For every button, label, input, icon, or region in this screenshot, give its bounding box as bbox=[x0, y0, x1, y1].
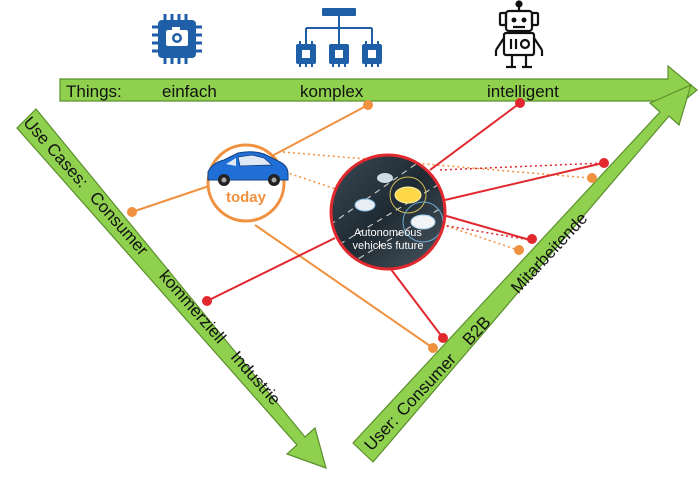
dot-intelligent bbox=[515, 98, 525, 108]
use-cases-level-industrie: Industrie bbox=[227, 347, 284, 408]
future-to-consumer-user-line bbox=[389, 267, 444, 339]
today-to-komplex-line bbox=[269, 104, 369, 158]
future-to-b2b-line bbox=[442, 214, 531, 241]
dot-user-mitarbeitende-orange bbox=[587, 173, 597, 183]
future-to-intelligent-line bbox=[429, 102, 521, 171]
use-cases-arrow bbox=[16, 108, 327, 469]
dot-user-consumer-red bbox=[438, 333, 448, 343]
future-to-mitarbeitende-line bbox=[444, 162, 604, 201]
use-cases-level-kommerziell: kommerziell bbox=[155, 267, 229, 348]
dot-komplex bbox=[363, 100, 373, 110]
today-to-mitarbeitende-line bbox=[282, 151, 591, 179]
future-node: Autonomeous vehicles future bbox=[329, 153, 447, 271]
future-connectors bbox=[206, 102, 604, 339]
use-cases-prefix: Use Cases: bbox=[20, 113, 92, 191]
dot-user-consumer-orange bbox=[428, 343, 438, 353]
connector-dots bbox=[127, 98, 609, 353]
robot-icon bbox=[494, 0, 544, 69]
dot-usecase-kommerziell bbox=[202, 296, 212, 306]
user-arrow bbox=[352, 83, 692, 463]
future-label-line1: Autonomeous bbox=[354, 227, 422, 239]
future-to-mitarbeitende-dotted-line bbox=[439, 162, 604, 171]
today-to-consumer-usecase-line bbox=[131, 184, 213, 213]
future-label-line2: vehicles future bbox=[353, 240, 424, 252]
chip-network-icon bbox=[296, 8, 382, 67]
dot-user-b2b-red bbox=[527, 234, 537, 244]
things-level-komplex: komplex bbox=[300, 82, 364, 101]
use-cases-level-consumer: Consumer bbox=[86, 188, 152, 260]
dot-user-mitarbeitende-red bbox=[599, 158, 609, 168]
things-arrow bbox=[59, 64, 698, 116]
autonomous-car-icon bbox=[354, 173, 444, 243]
today-to-b2b-line bbox=[284, 171, 519, 251]
chip-camera-icon bbox=[152, 14, 202, 64]
today-node: today bbox=[206, 143, 289, 223]
dot-user-b2b-orange bbox=[514, 245, 524, 255]
user-level-consumer: Consumer bbox=[393, 350, 461, 421]
things-level-einfach: einfach bbox=[162, 82, 217, 101]
today-connectors bbox=[131, 104, 591, 349]
dot-usecase-consumer bbox=[127, 207, 137, 217]
car-icon bbox=[207, 151, 289, 186]
today-to-consumer-user-line bbox=[254, 224, 434, 349]
things-prefix: Things: bbox=[66, 82, 122, 101]
future-to-kommerziell-line bbox=[206, 237, 336, 302]
things-level-intelligent: intelligent bbox=[487, 82, 559, 101]
today-label: today bbox=[226, 189, 267, 206]
